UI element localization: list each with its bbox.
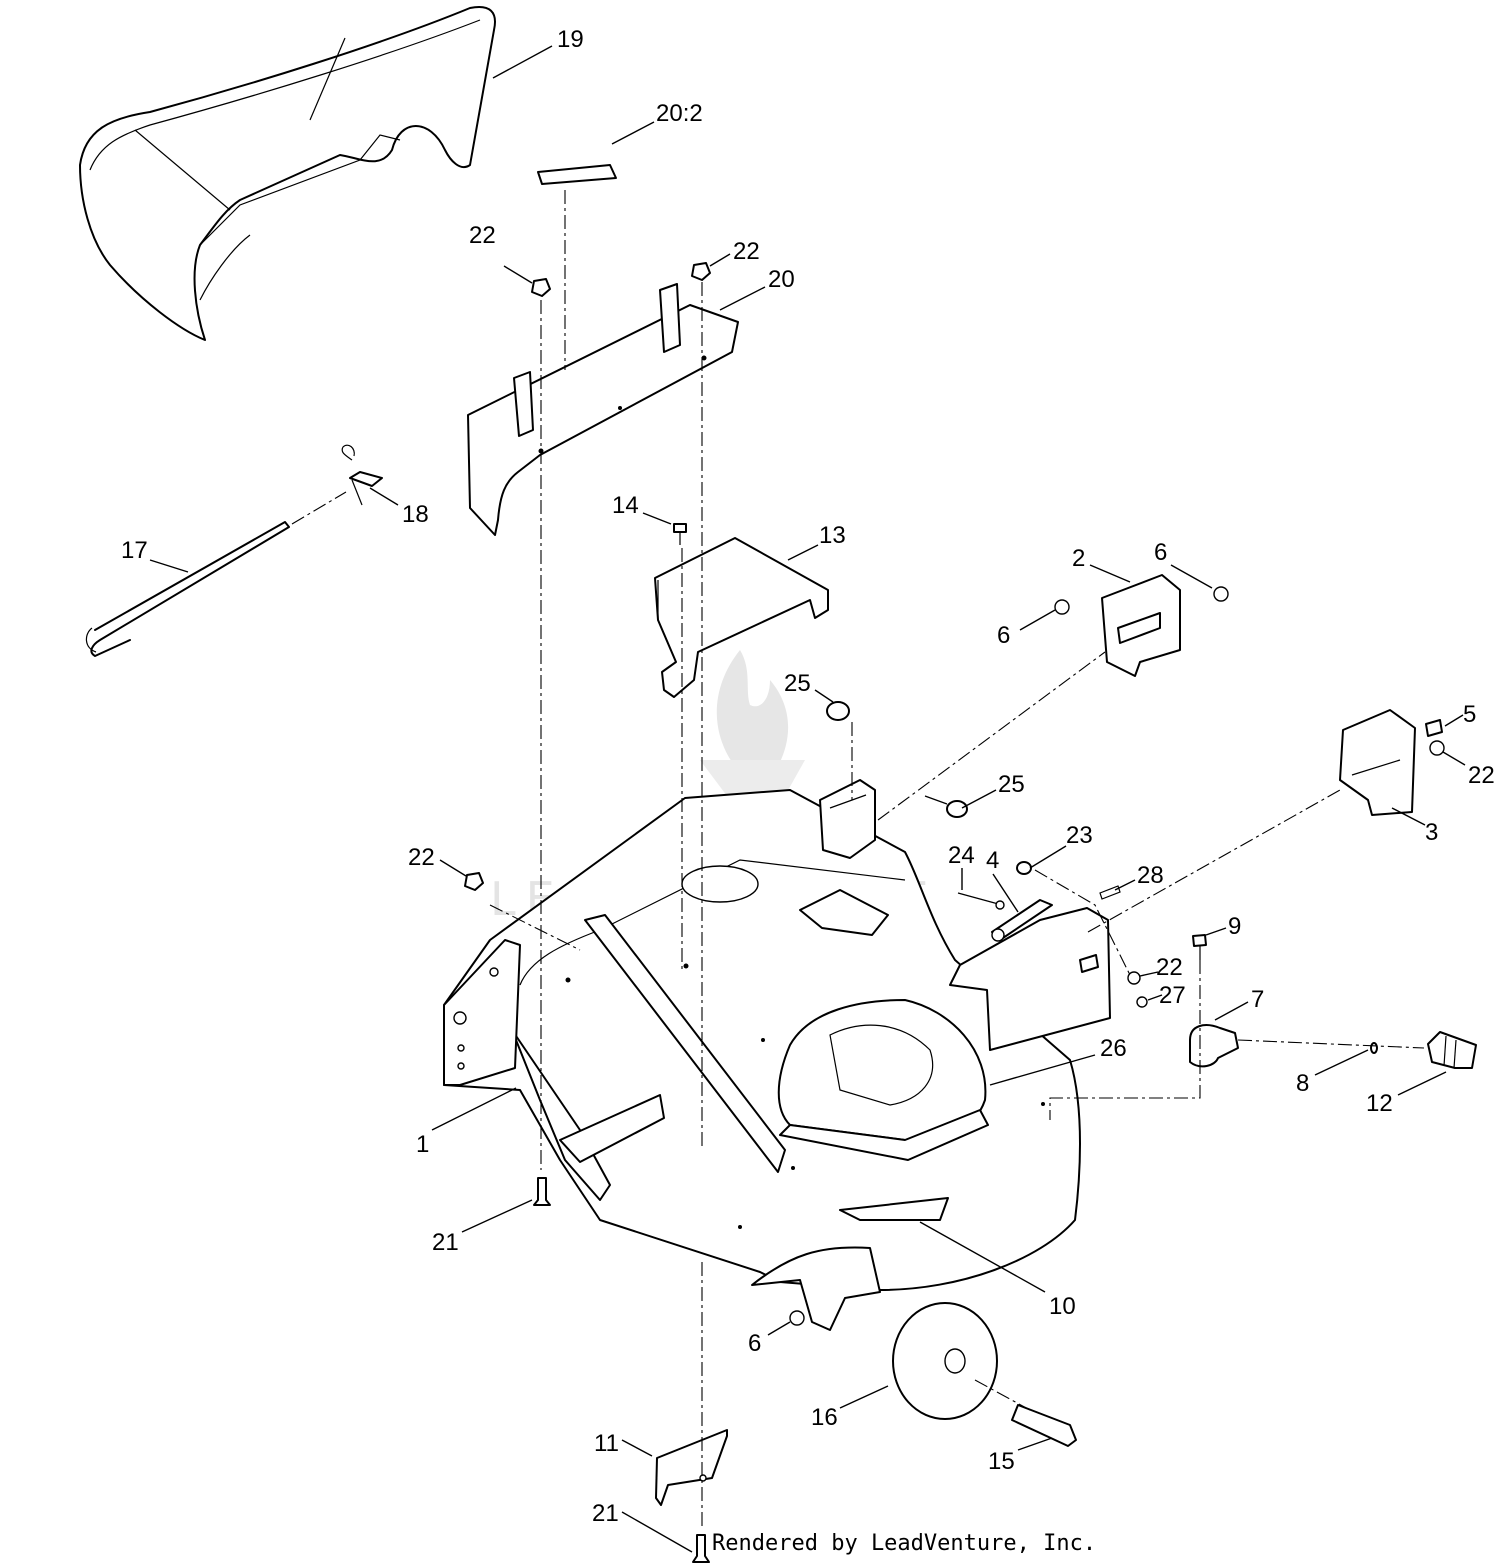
part-22-nut-lower-right[interactable] bbox=[1127, 971, 1141, 985]
part-27-washer[interactable] bbox=[1136, 996, 1148, 1008]
part-6-nut-c[interactable] bbox=[789, 1310, 805, 1326]
part-9-bolt[interactable] bbox=[1192, 934, 1207, 960]
part-23-bolt[interactable] bbox=[1016, 861, 1032, 875]
part-25-pin-upper[interactable] bbox=[826, 701, 850, 721]
callout-11[interactable]: 11 bbox=[594, 1430, 619, 1457]
callout-28[interactable]: 28 bbox=[1137, 862, 1164, 889]
part-6-nut-a[interactable] bbox=[1054, 599, 1070, 615]
callout-15[interactable]: 15 bbox=[988, 1448, 1015, 1475]
callout-6[interactable]: 6 bbox=[997, 622, 1010, 649]
part-17-rod[interactable] bbox=[85, 521, 290, 657]
callout-4[interactable]: 4 bbox=[986, 847, 999, 874]
callout-24[interactable]: 24 bbox=[948, 842, 975, 869]
callout-2[interactable]: 2 bbox=[1072, 545, 1085, 572]
part-3-bracket[interactable] bbox=[1339, 709, 1416, 816]
part-21-bolt-lower[interactable] bbox=[692, 1534, 710, 1563]
callout-6[interactable]: 6 bbox=[748, 1330, 761, 1357]
part-15-bolt[interactable] bbox=[1011, 1404, 1077, 1447]
callout-25[interactable]: 25 bbox=[784, 670, 811, 697]
part-22-nut-right[interactable] bbox=[1429, 740, 1445, 756]
part-7-fitting[interactable] bbox=[1189, 1024, 1239, 1068]
part-24-pin[interactable] bbox=[957, 892, 1005, 910]
callout-20[interactable]: 20 bbox=[768, 266, 795, 293]
callout-19[interactable]: 19 bbox=[557, 26, 584, 53]
leader-lines bbox=[149, 45, 1466, 1553]
part-2-bracket[interactable] bbox=[1101, 574, 1181, 677]
part-13-belt-cover[interactable] bbox=[654, 537, 829, 698]
callout-21[interactable]: 21 bbox=[592, 1500, 619, 1527]
part-8-oring[interactable] bbox=[1370, 1042, 1378, 1054]
part-14-bolt[interactable] bbox=[673, 523, 687, 545]
callout-23[interactable]: 23 bbox=[1066, 822, 1093, 849]
part-20-deflector-plate[interactable] bbox=[467, 283, 739, 536]
callout-17[interactable]: 17 bbox=[121, 537, 148, 564]
callout-14[interactable]: 14 bbox=[612, 492, 639, 519]
part-18-spring[interactable] bbox=[341, 444, 383, 506]
part-22-nut-upper-left[interactable] bbox=[531, 278, 551, 297]
callout-6[interactable]: 6 bbox=[1154, 539, 1167, 566]
callout-22[interactable]: 22 bbox=[408, 844, 435, 871]
callout-5[interactable]: 5 bbox=[1463, 701, 1476, 728]
part-22-nut-left[interactable] bbox=[464, 872, 484, 891]
part-28-cotter[interactable] bbox=[1099, 885, 1121, 900]
callout-22[interactable]: 22 bbox=[1468, 762, 1495, 789]
part-12-nozzle[interactable] bbox=[1427, 1031, 1477, 1069]
callout-21[interactable]: 21 bbox=[432, 1229, 459, 1256]
callout-8[interactable]: 8 bbox=[1296, 1070, 1309, 1097]
part-4-arm-bracket[interactable] bbox=[949, 899, 1111, 1051]
callout-27[interactable]: 27 bbox=[1159, 982, 1186, 1009]
part-bracket-upper-deck[interactable] bbox=[819, 779, 876, 859]
callout-9[interactable]: 9 bbox=[1228, 913, 1241, 940]
callout-18[interactable]: 18 bbox=[402, 501, 429, 528]
callout-26[interactable]: 26 bbox=[1100, 1035, 1127, 1062]
callout-3[interactable]: 3 bbox=[1425, 819, 1438, 846]
part-25-pin-lower[interactable] bbox=[924, 795, 968, 818]
part-16-wheel[interactable] bbox=[892, 1302, 998, 1420]
callout-16[interactable]: 16 bbox=[811, 1404, 838, 1431]
callout-22[interactable]: 22 bbox=[469, 222, 496, 249]
part-21-bolt-upper[interactable] bbox=[533, 1177, 551, 1206]
callout-1[interactable]: 1 bbox=[416, 1131, 429, 1158]
callout-13[interactable]: 13 bbox=[819, 522, 846, 549]
part-22-nut-upper-right[interactable] bbox=[691, 262, 711, 281]
callout-12[interactable]: 12 bbox=[1366, 1090, 1393, 1117]
part-20-2-decal[interactable] bbox=[537, 164, 617, 185]
credit-text: Rendered by LeadVenture, Inc. bbox=[712, 1531, 1097, 1556]
part-10-decal[interactable] bbox=[839, 1197, 949, 1221]
callout-22[interactable]: 22 bbox=[733, 238, 760, 265]
part-6-nut-b[interactable] bbox=[1213, 586, 1229, 602]
part-11-bracket[interactable] bbox=[655, 1429, 728, 1506]
part-19-discharge-chute[interactable] bbox=[79, 6, 496, 341]
callout-25[interactable]: 25 bbox=[998, 771, 1025, 798]
part-1-deck-side-plate[interactable] bbox=[443, 939, 521, 1086]
callout-22[interactable]: 22 bbox=[1156, 954, 1183, 981]
callout-20-2[interactable]: 20:2 bbox=[656, 100, 703, 127]
assembly-lines bbox=[291, 190, 1425, 1530]
part-1-deck[interactable] bbox=[443, 789, 1081, 1331]
callout-labels: 19 20:2 22 22 20 18 17 14 13 2 6 6 25 5 … bbox=[121, 26, 1495, 1527]
callout-7[interactable]: 7 bbox=[1251, 986, 1264, 1013]
callout-10[interactable]: 10 bbox=[1049, 1293, 1076, 1320]
part-5-bolt[interactable] bbox=[1425, 719, 1443, 737]
